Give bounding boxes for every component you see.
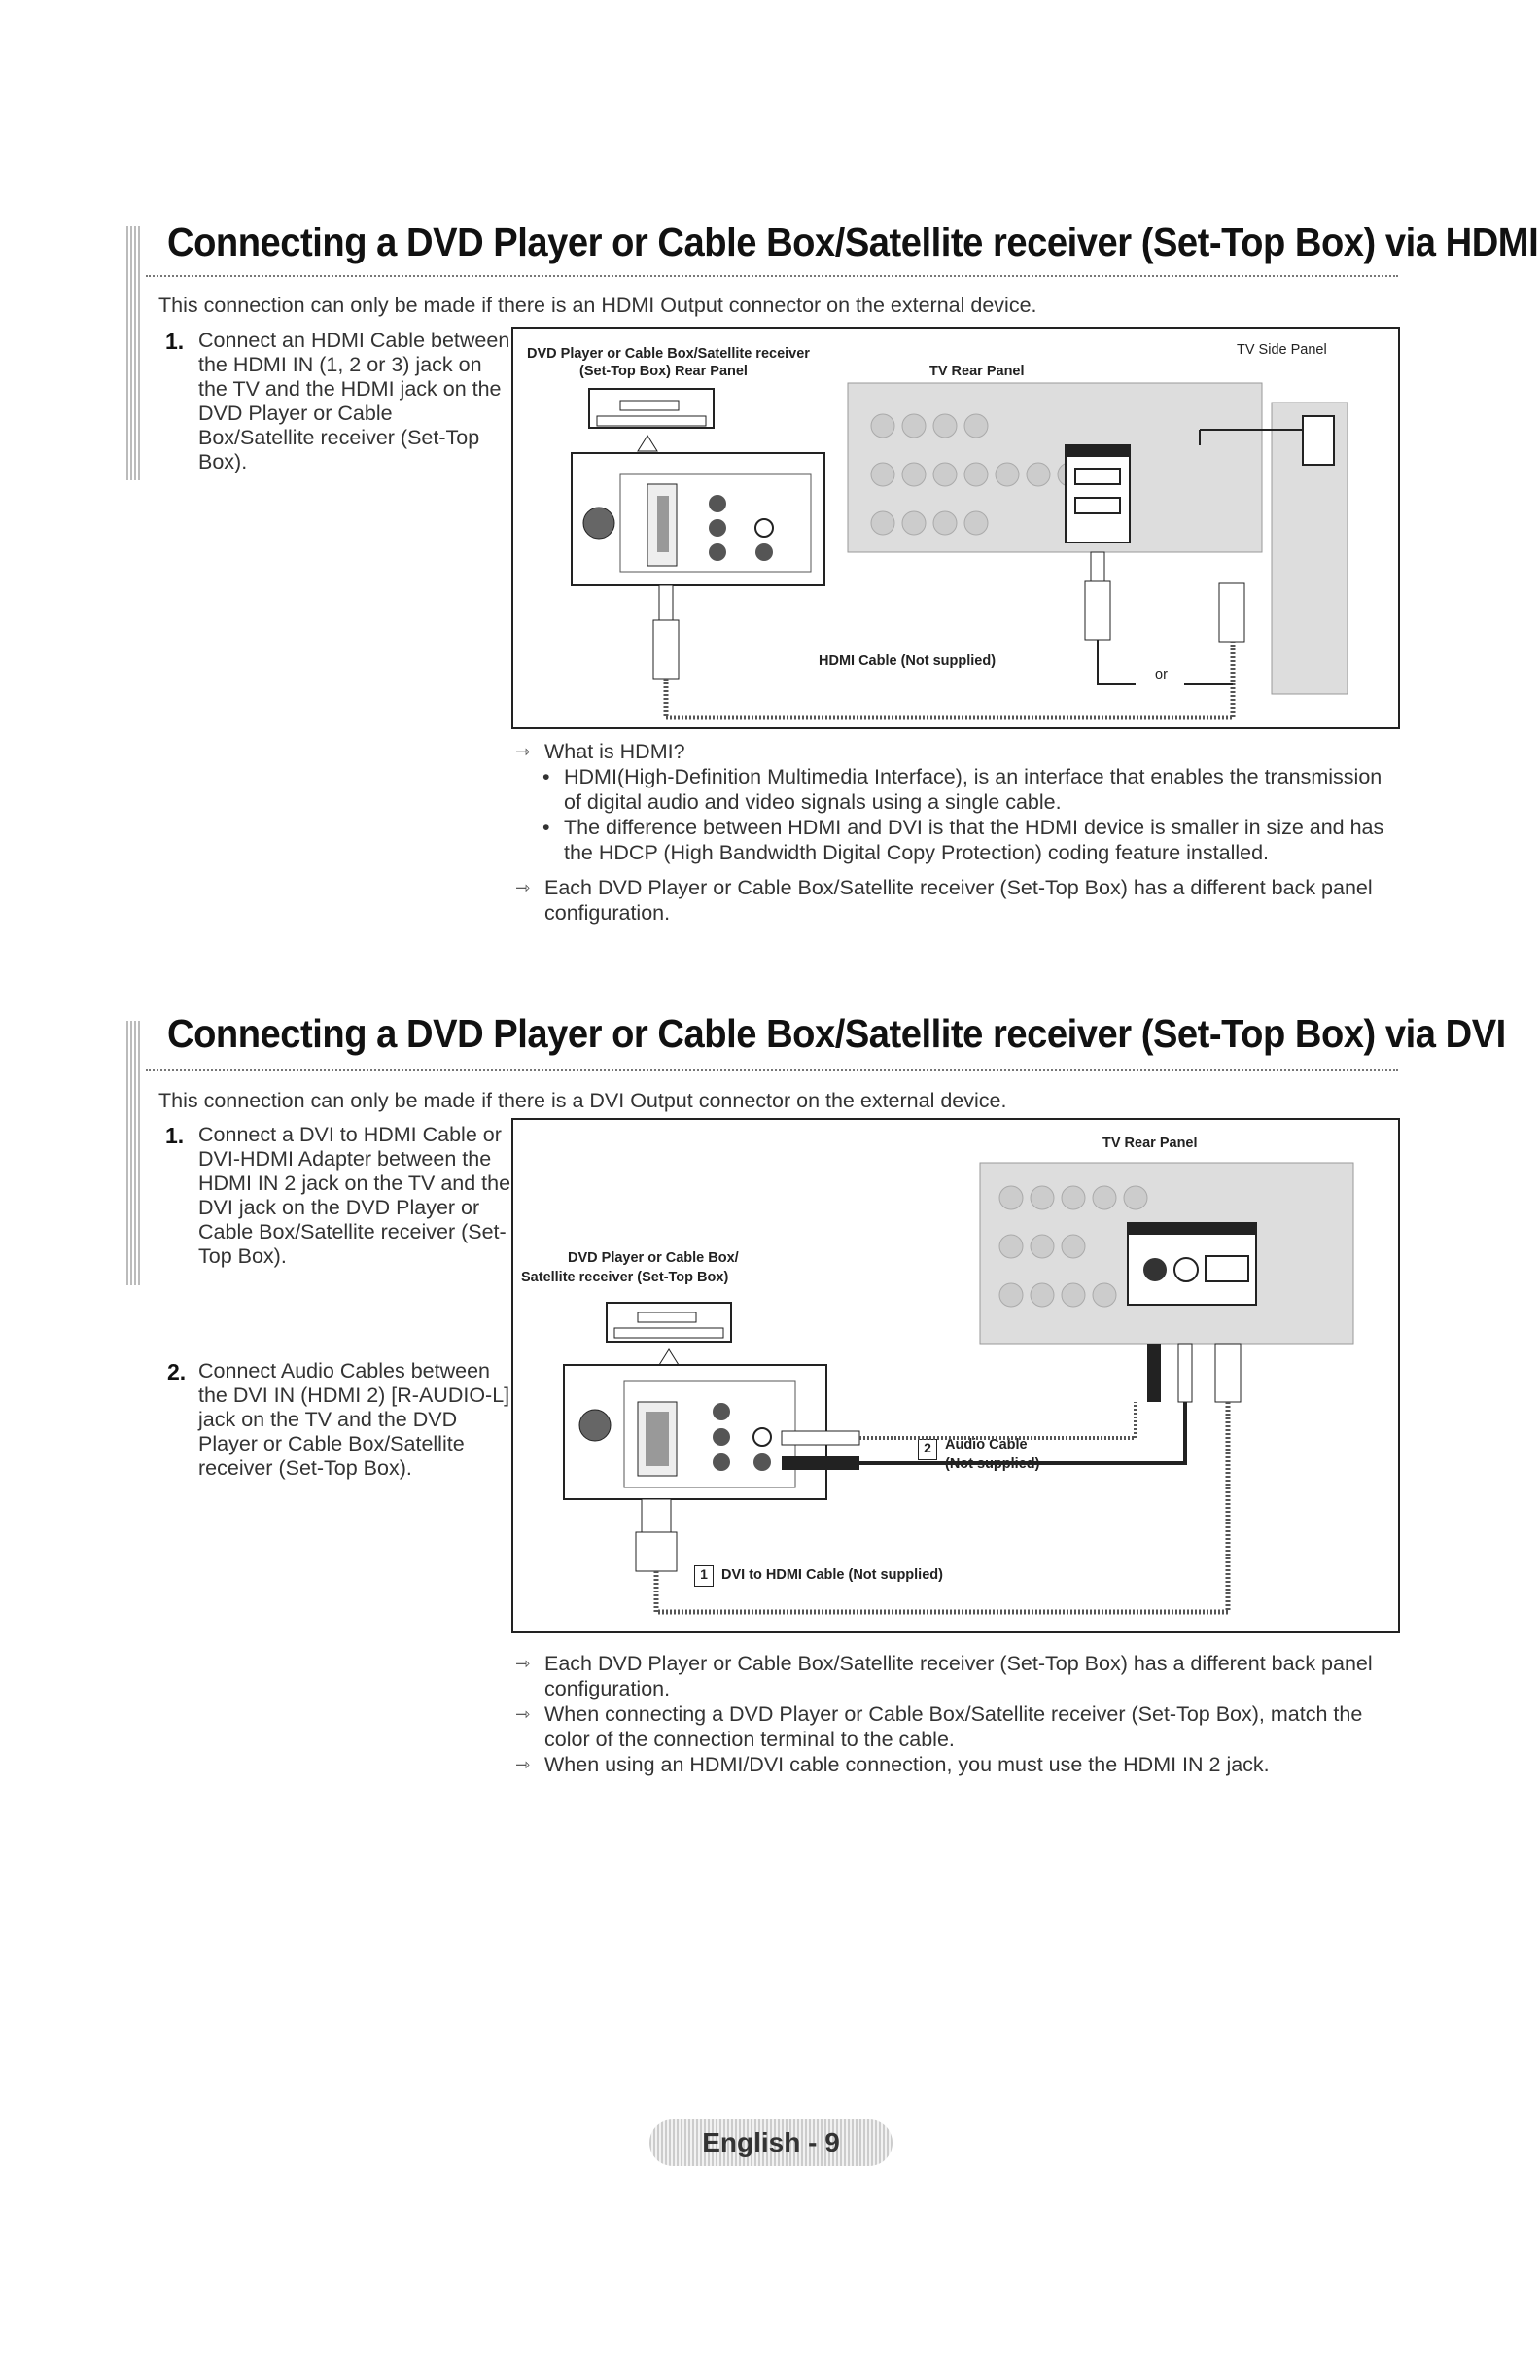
section-title-hdmi: Connecting a DVD Player or Cable Box/Sat… bbox=[167, 220, 1539, 264]
dvd-label: DVD Player or Cable Box/Satellite receiv… bbox=[527, 346, 810, 362]
hdmi-notes: ⇾ What is HDMI? • HDMI(High-Definition Mul… bbox=[515, 739, 1390, 926]
page-number: English - 9 bbox=[702, 2127, 840, 2157]
step-number: 2. bbox=[167, 1359, 187, 1384]
hdmi-connection-diagram: DVD Player or Cable Box/Satellite receiv… bbox=[511, 327, 1400, 729]
bullet-dot-icon: • bbox=[542, 816, 550, 839]
note-item: ⇾ When connecting a DVD Player or Cable B… bbox=[515, 1701, 1390, 1752]
dvi-cable-label: DVI to HDMI Cable (Not supplied) bbox=[721, 1567, 943, 1583]
step-text: Connect a DVI to HDMI Cable or DVI-HDMI … bbox=[198, 1123, 511, 1268]
note-arrow-icon: ⇾ bbox=[515, 878, 531, 897]
dvd-label-line2: Satellite receiver (Set-Top Box) bbox=[521, 1270, 729, 1285]
step-text: Connect an HDMI Cable between the HDMI I… bbox=[198, 329, 510, 473]
bullet-text: HDMI(High-Definition Multimedia Interfac… bbox=[564, 765, 1382, 814]
tv-rear-label: TV Rear Panel bbox=[1102, 1136, 1198, 1151]
note-arrow-icon: ⇾ bbox=[515, 1654, 531, 1673]
bullet-dot-icon: • bbox=[542, 765, 550, 788]
section-bar bbox=[126, 1021, 142, 1285]
note-item: ⇾ Each DVD Player or Cable Box/Satellite … bbox=[515, 875, 1390, 926]
note-item: ⇾ When using an HDMI/DVI cable connection… bbox=[515, 1752, 1390, 1777]
audio-cable-label: Audio Cable bbox=[945, 1437, 1028, 1452]
note-item: ⇾ What is HDMI? bbox=[515, 739, 1390, 764]
tv-rear-label: TV Rear Panel bbox=[929, 364, 1025, 379]
or-label: or bbox=[1155, 667, 1168, 682]
section-title-dvi: Connecting a DVD Player or Cable Box/Sat… bbox=[167, 1011, 1506, 1056]
note-text: When connecting a DVD Player or Cable Bo… bbox=[544, 1702, 1363, 1751]
dvi-number-box: 1 bbox=[694, 1565, 714, 1587]
section-intro: This connection can only be made if ther… bbox=[158, 294, 1037, 317]
bullet-text: The difference between HDMI and DVI is t… bbox=[564, 816, 1384, 864]
section-divider bbox=[146, 275, 1398, 277]
tv-side-label: TV Side Panel bbox=[1237, 342, 1327, 358]
dvi-notes: ⇾ Each DVD Player or Cable Box/Satellite … bbox=[515, 1651, 1390, 1777]
hdmi-diagram-art bbox=[571, 382, 1348, 720]
dvi-diagram-art bbox=[563, 1162, 1354, 1615]
dvi-connection-diagram: TV Rear Panel DVD Player or Cable Box/ S… bbox=[511, 1118, 1400, 1633]
note-text: When using an HDMI/DVI cable connection,… bbox=[544, 1753, 1270, 1776]
bullet-item: • The difference between HDMI and DVI is … bbox=[535, 815, 1390, 865]
page-number-badge: English - 9 bbox=[649, 2119, 892, 2166]
dvd-label: DVD Player or Cable Box/ bbox=[568, 1250, 739, 1266]
note-arrow-icon: ⇾ bbox=[515, 1755, 531, 1774]
note-item: ⇾ Each DVD Player or Cable Box/Satellite … bbox=[515, 1651, 1390, 1701]
note-what-is-hdmi: What is HDMI? bbox=[544, 740, 685, 763]
section-divider bbox=[146, 1069, 1398, 1071]
dvd-label-line2: (Set-Top Box) Rear Panel bbox=[579, 364, 748, 379]
step-number: 1. bbox=[165, 329, 185, 354]
step-text: Connect Audio Cables between the DVI IN … bbox=[198, 1359, 510, 1480]
note-arrow-icon: ⇾ bbox=[515, 1704, 531, 1724]
note-arrow-icon: ⇾ bbox=[515, 742, 531, 761]
cable-label: HDMI Cable (Not supplied) bbox=[819, 653, 997, 669]
bullet-item: • HDMI(High-Definition Multimedia Interfa… bbox=[535, 764, 1390, 815]
note-text: Each DVD Player or Cable Box/Satellite r… bbox=[544, 1652, 1373, 1700]
section-bar bbox=[126, 226, 142, 480]
section-intro: This connection can only be made if ther… bbox=[158, 1089, 1007, 1112]
step-number: 1. bbox=[165, 1123, 185, 1148]
note-text: Each DVD Player or Cable Box/Satellite r… bbox=[544, 876, 1373, 925]
